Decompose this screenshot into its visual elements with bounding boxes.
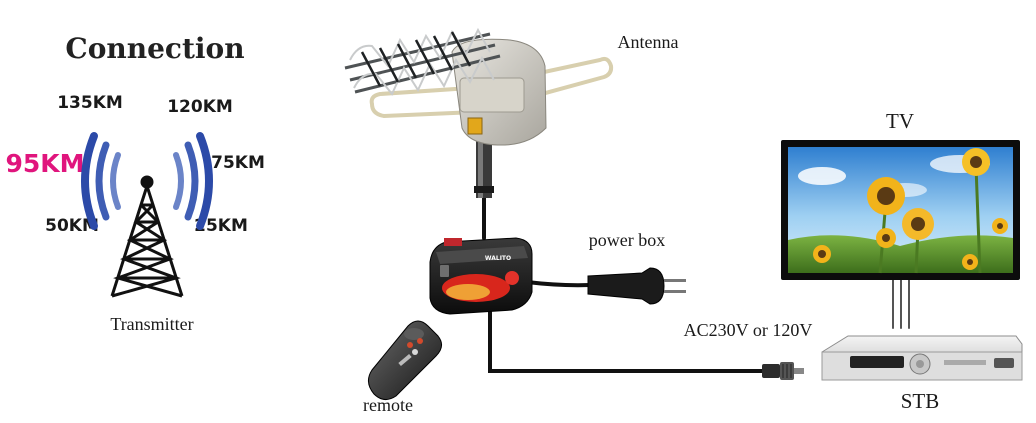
tv-label: TV bbox=[886, 109, 914, 133]
remote-button-icon[interactable] bbox=[407, 342, 413, 348]
remote-button-icon[interactable] bbox=[417, 338, 423, 344]
transmitter-label: Transmitter bbox=[110, 314, 193, 334]
remote-control-icon bbox=[368, 320, 442, 400]
transmitter-tower-icon bbox=[110, 175, 184, 298]
range-label-25km: 25KM bbox=[194, 216, 248, 236]
sunflower-icon bbox=[902, 208, 934, 274]
power-box-brand: WALITO bbox=[485, 255, 511, 262]
voltage-label: AC230V or 120V bbox=[684, 320, 813, 340]
range-label-95km: 95KM bbox=[5, 149, 84, 178]
power-switch-icon[interactable] bbox=[440, 265, 449, 277]
antenna-icon bbox=[344, 27, 614, 198]
remote-button-icon[interactable] bbox=[412, 349, 418, 355]
power-plug-icon bbox=[587, 267, 686, 305]
sunflower-icon bbox=[813, 218, 1008, 270]
stb-card-slot-icon bbox=[994, 358, 1014, 368]
remote-label: remote bbox=[363, 395, 413, 415]
power-box-label: power box bbox=[589, 230, 665, 250]
stb-display bbox=[850, 356, 904, 368]
range-label-75km: 75KM bbox=[211, 153, 265, 173]
tv-icon bbox=[781, 140, 1020, 280]
power-box-sticker-icon bbox=[444, 238, 462, 246]
stb-label: STB bbox=[901, 389, 940, 413]
range-label-120km: 120KM bbox=[167, 97, 233, 117]
antenna-label: Antenna bbox=[618, 32, 679, 52]
power-box: WALITO bbox=[429, 237, 533, 315]
cables bbox=[482, 190, 910, 373]
set-top-box-icon bbox=[821, 335, 1023, 381]
range-label-50km: 50KM bbox=[45, 216, 99, 236]
power-box-knob-icon[interactable] bbox=[505, 271, 519, 285]
coax-connector-icon bbox=[762, 362, 804, 380]
title: Connection bbox=[65, 32, 244, 65]
signal-waves-icon bbox=[81, 132, 213, 230]
range-label-135km: 135KM bbox=[57, 93, 123, 113]
sunflower-icon bbox=[962, 148, 990, 274]
